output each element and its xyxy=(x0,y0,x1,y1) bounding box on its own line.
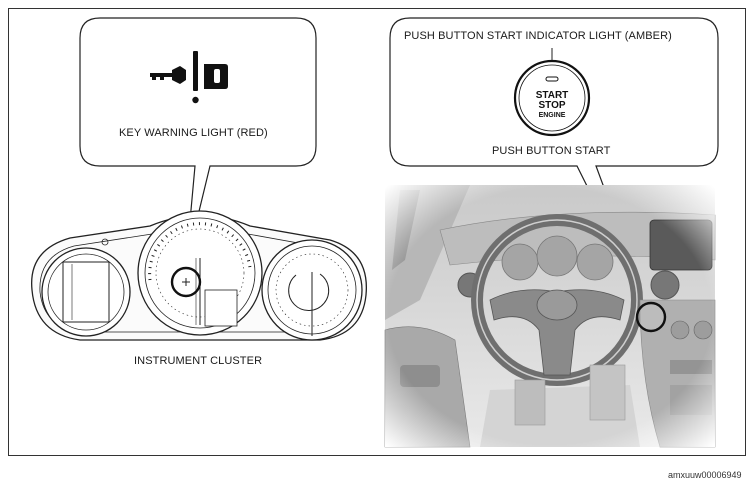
cluster-key-symbol xyxy=(182,278,190,286)
figure-frame xyxy=(8,8,746,456)
push-button-highlight-circle xyxy=(635,301,667,333)
button-text-start: START xyxy=(536,90,569,101)
instrument-cluster-label: INSTRUMENT CLUSTER xyxy=(134,355,263,367)
key-warning-light-label: KEY WARNING LIGHT (RED) xyxy=(119,127,268,139)
reference-code: amxuuw00006949 xyxy=(668,470,742,480)
push-button-start-label: PUSH BUTTON START xyxy=(492,145,611,157)
push-button-indicator-label: PUSH BUTTON START INDICATOR LIGHT (AMBER… xyxy=(404,30,672,42)
push-button-start-icon xyxy=(513,59,591,137)
key-warning-highlight-circle xyxy=(170,266,202,298)
dashboard-illustration xyxy=(384,185,716,448)
button-text-engine: ENGINE xyxy=(539,112,566,119)
key-warning-icon xyxy=(150,51,228,104)
button-text-stop: STOP xyxy=(538,100,565,111)
